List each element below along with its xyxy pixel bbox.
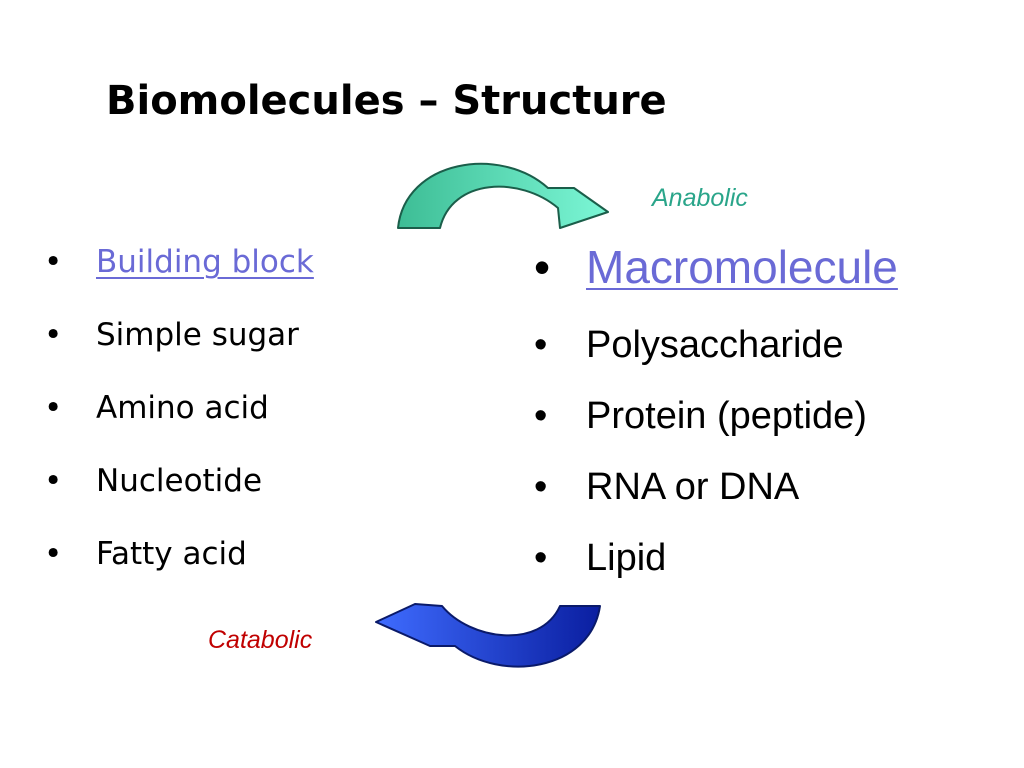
- list-item: Simple sugar: [44, 309, 314, 382]
- building-block-list: Building block Simple sugar Amino acid N…: [44, 236, 314, 601]
- macromolecule-list: Macromolecule Polysaccharide Protein (pe…: [534, 236, 898, 600]
- catabolic-label: Catabolic: [208, 626, 313, 654]
- list-item: RNA or DNA: [534, 458, 898, 529]
- list-item[interactable]: Building block: [44, 236, 314, 309]
- macromolecule-link[interactable]: Macromolecule: [586, 241, 898, 293]
- list-item: Protein (peptide): [534, 387, 898, 458]
- anabolic-label: Anabolic: [652, 184, 748, 212]
- list-item[interactable]: Macromolecule: [534, 236, 898, 316]
- list-item: Nucleotide: [44, 455, 314, 528]
- list-item: Polysaccharide: [534, 316, 898, 387]
- list-item: Lipid: [534, 529, 898, 600]
- list-item: Amino acid: [44, 382, 314, 455]
- list-item: Fatty acid: [44, 528, 314, 601]
- slide-title: Biomolecules – Structure: [106, 78, 667, 124]
- building-block-link[interactable]: Building block: [96, 244, 314, 280]
